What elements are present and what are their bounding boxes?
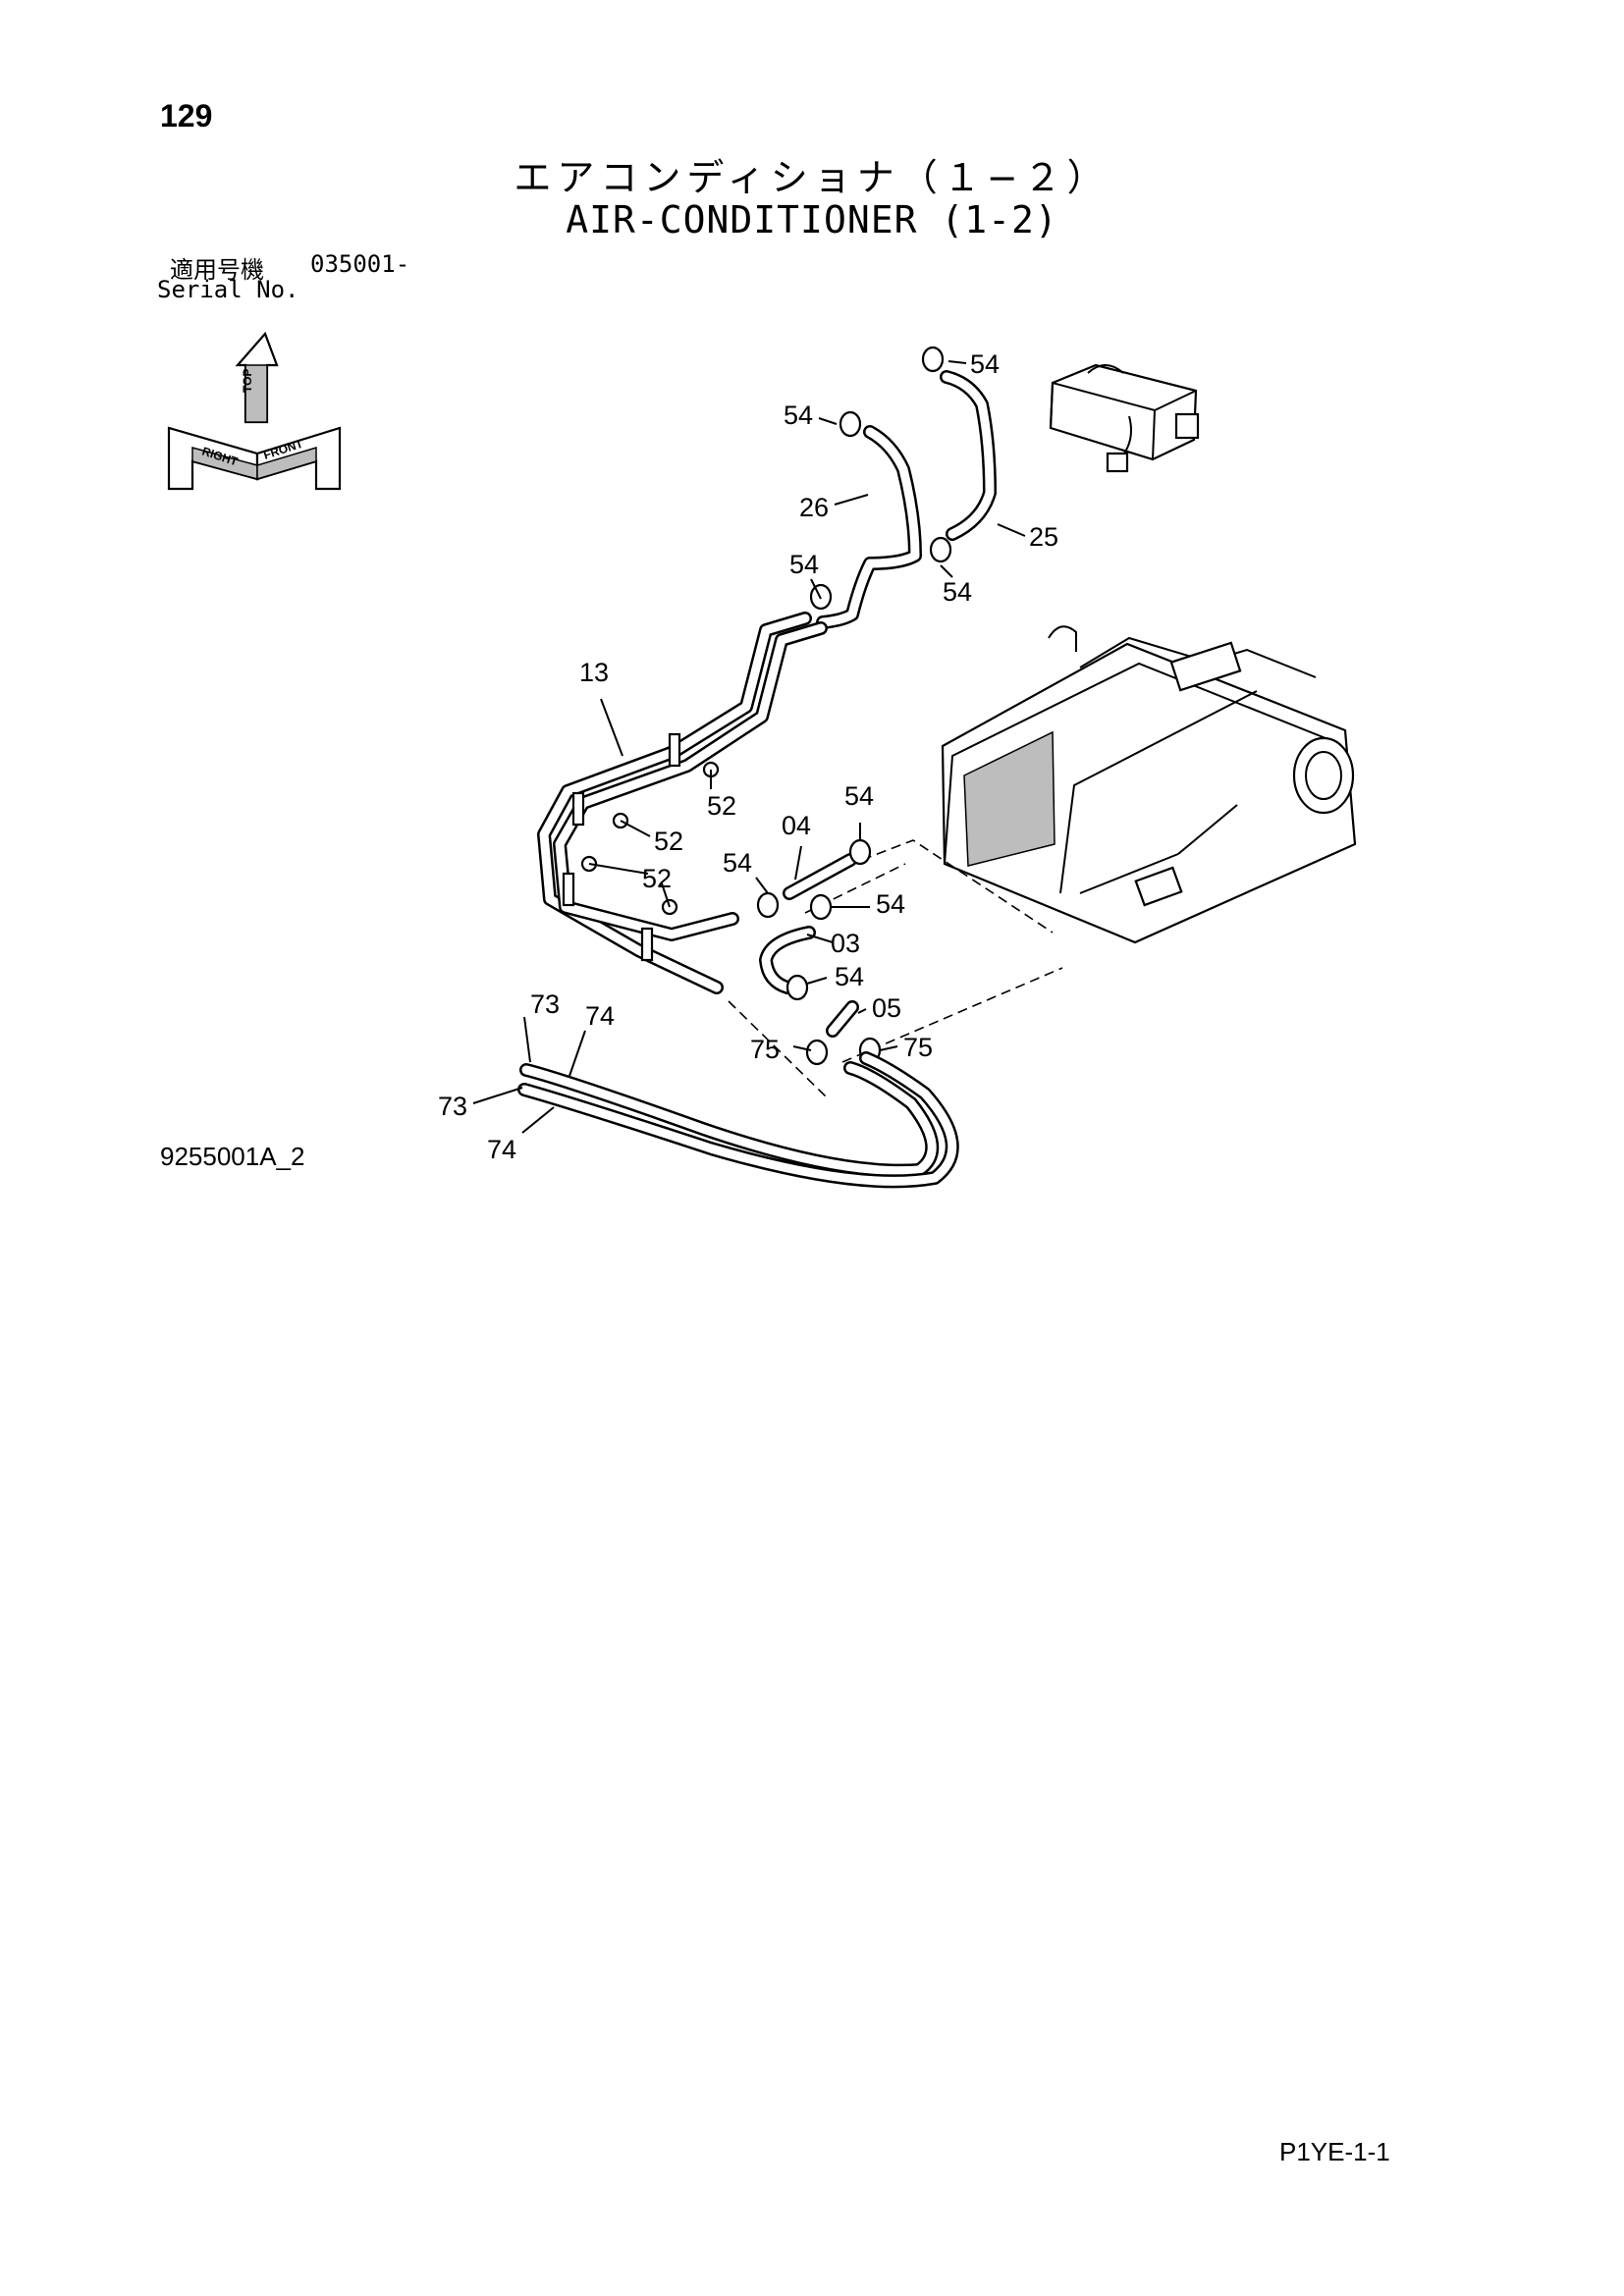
callout-54-mid-right: 54 — [943, 577, 972, 607]
air-conditioner-unit-drawing — [941, 625, 1357, 944]
drain-hoses-73-74 — [517, 1051, 959, 1189]
callout-75-right: 75 — [903, 1033, 933, 1062]
callout-52-lower: 52 — [642, 864, 672, 893]
orientation-symbol: TOP RIGHT FRONT — [167, 331, 342, 491]
callout-26: 26 — [799, 493, 829, 522]
callout-54-right-hose: 54 — [876, 889, 905, 919]
drawing-code: 9255001A_2 — [160, 1142, 305, 1171]
callout-74-upper: 74 — [585, 1001, 615, 1031]
pipe-assembly-13 — [537, 612, 828, 994]
callout-52-upper: 52 — [707, 791, 736, 821]
callout-25: 25 — [1029, 522, 1058, 552]
callout-54-lower: 54 — [835, 962, 864, 991]
callout-54-center: 54 — [844, 781, 874, 811]
callout-75-left: 75 — [750, 1035, 780, 1064]
orientation-top-label: TOP — [241, 369, 254, 393]
hoses-upper — [816, 370, 997, 629]
callout-labels: 54 54 26 25 54 54 13 52 54 04 52 52 54 5… — [438, 349, 1058, 1164]
page-number: 129 — [160, 98, 213, 133]
callout-54-top-left: 54 — [784, 400, 813, 430]
callout-04: 04 — [782, 811, 811, 840]
serial-value: 035001- — [310, 250, 410, 278]
page-title-english: AIR-CONDITIONER (1-2) — [566, 198, 1058, 241]
callout-54-top-right: 54 — [970, 349, 1000, 379]
callout-52-middle: 52 — [654, 827, 683, 856]
page-code: P1YE-1-1 — [1279, 2137, 1390, 2166]
callout-05: 05 — [872, 993, 901, 1023]
callout-73-upper: 73 — [530, 989, 560, 1019]
control-unit-drawing — [1049, 363, 1200, 473]
callout-74-lower: 74 — [487, 1135, 516, 1164]
callout-13: 13 — [579, 658, 609, 687]
callout-73-lower: 73 — [438, 1092, 467, 1121]
callout-54-left-hose: 54 — [723, 848, 752, 878]
serial-label-japanese: 適用号機 — [170, 256, 264, 284]
callout-54-mid-left: 54 — [789, 550, 819, 579]
leader-lines — [472, 360, 1026, 1134]
callout-03: 03 — [831, 929, 860, 958]
page-title-japanese: エアコンディショナ（１−２） — [514, 156, 1110, 199]
serial-label-english: Serial No. — [157, 276, 299, 303]
